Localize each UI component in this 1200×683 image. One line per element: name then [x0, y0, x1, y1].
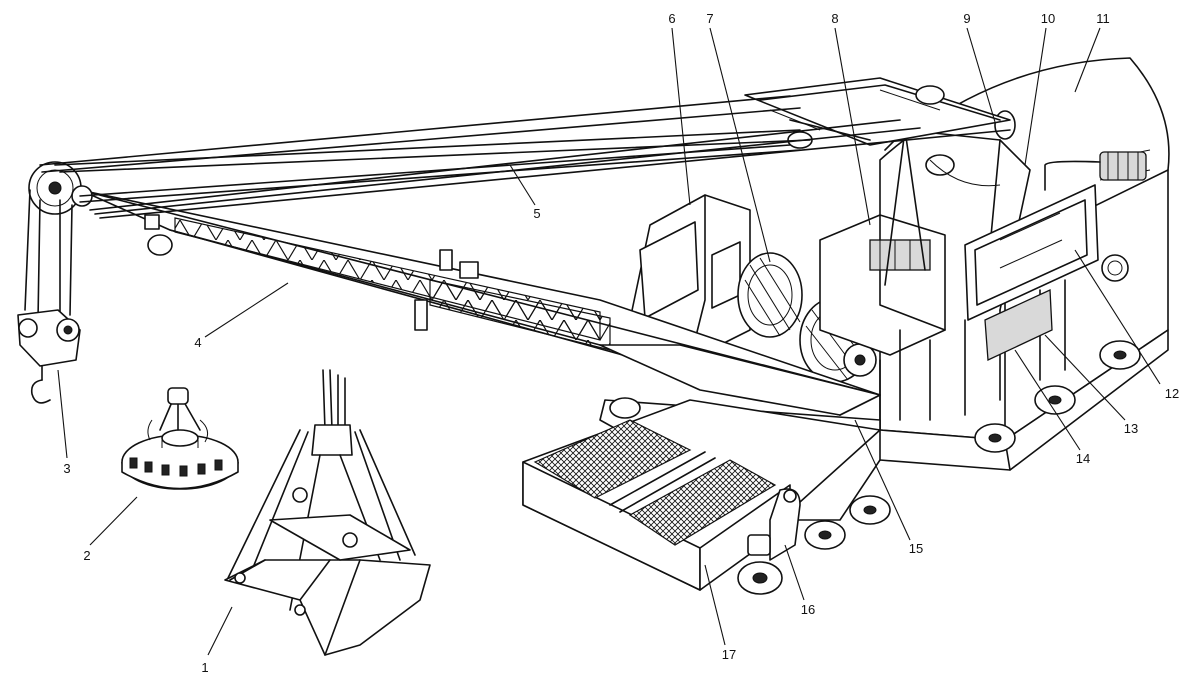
callout-14: 14 — [1076, 451, 1090, 466]
callout-12: 12 — [1165, 386, 1179, 401]
callout-17: 17 — [722, 647, 736, 662]
callout-1: 1 — [201, 660, 208, 675]
end-platform — [522, 399, 881, 591]
lifting-magnet — [121, 387, 239, 490]
hoist-ropes — [39, 95, 1011, 219]
a-frame-gantry — [884, 110, 1031, 311]
magnet-slots — [129, 457, 223, 477]
callout-9: 9 — [963, 11, 970, 26]
callout-10: 10 — [1041, 11, 1055, 26]
callout-labels: 1 2 3 4 5 6 7 8 9 10 11 12 13 14 15 16 1… — [63, 11, 1179, 675]
hook-block — [17, 189, 81, 404]
lattice-boom — [28, 161, 881, 416]
counterweight-panel — [899, 184, 1099, 421]
grab-bucket — [224, 369, 431, 656]
coupler — [747, 488, 801, 561]
engine-block — [819, 214, 946, 356]
callout-2: 2 — [83, 548, 90, 563]
callout-6: 6 — [668, 11, 675, 26]
callout-7: 7 — [706, 11, 713, 26]
callout-5: 5 — [533, 206, 540, 221]
callout-8: 8 — [831, 11, 838, 26]
wheel-set — [737, 340, 1141, 595]
callout-15: 15 — [909, 541, 923, 556]
operator-cab — [629, 194, 751, 361]
callout-4: 4 — [194, 335, 201, 350]
callout-16: 16 — [801, 602, 815, 617]
callout-13: 13 — [1124, 421, 1138, 436]
callout-leaders — [57, 27, 1161, 656]
callout-3: 3 — [63, 461, 70, 476]
callout-11: 11 — [1096, 11, 1110, 26]
